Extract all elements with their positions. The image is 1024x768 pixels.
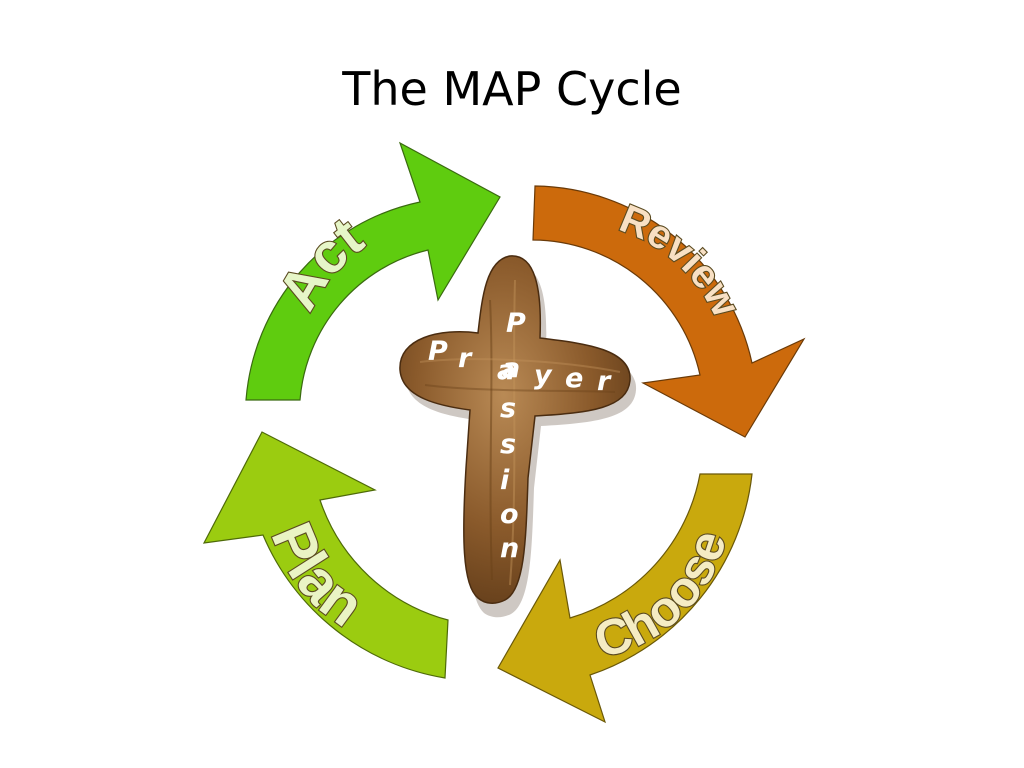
- prayer-letter: y: [534, 360, 553, 391]
- passion-letter: a: [502, 353, 520, 384]
- slide-title: The MAP Cycle: [342, 62, 682, 116]
- prayer-letter: r: [458, 343, 473, 374]
- passion-letter: P: [506, 308, 526, 339]
- passion-letter: s: [500, 393, 516, 424]
- prayer-letter: r: [597, 366, 612, 397]
- choose-arrow: [497, 473, 753, 724]
- prayer-letter: a: [497, 355, 515, 386]
- cross-word-prayer: P r a y e r: [428, 336, 612, 397]
- passion-letter: o: [500, 499, 519, 530]
- wooden-cross-image: [399, 255, 637, 618]
- cross-word-passion: P a s s i o n: [500, 308, 526, 564]
- prayer-letter: P: [428, 336, 448, 367]
- passion-letter: i: [500, 465, 510, 496]
- act-arrow: [245, 141, 501, 401]
- review-arrow: [532, 185, 806, 438]
- passion-letter: n: [500, 533, 519, 564]
- passion-letter: s: [500, 429, 516, 460]
- plan-arrow: [202, 431, 449, 679]
- choose-label: Choose: [588, 524, 737, 669]
- prayer-letter: e: [565, 363, 583, 394]
